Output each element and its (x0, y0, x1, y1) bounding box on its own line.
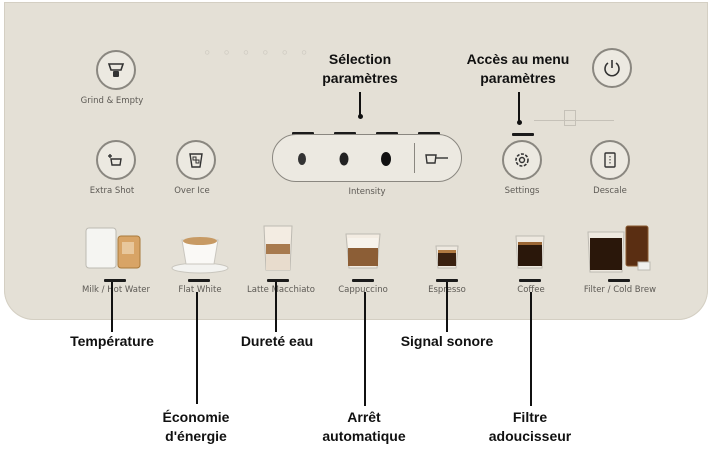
descale-button[interactable] (590, 140, 630, 180)
descale-label: Descale (593, 186, 627, 196)
connector-line (534, 120, 614, 121)
annotation-hardness: Dureté eau (240, 333, 314, 349)
bean-icon[interactable] (337, 151, 351, 167)
annotation-auto-off-line2: automatique (322, 428, 406, 444)
extra-shot-icon (108, 154, 122, 166)
flat-white-cup-icon (171, 237, 229, 274)
annotation-filter: Filtre adoucisseur (478, 408, 582, 446)
annotation-access-line1: Accès au menu (466, 51, 570, 67)
latte-glass-icon (263, 225, 293, 271)
milk-hot-water-button[interactable] (82, 222, 152, 279)
drink-label: Latte Macchiato (247, 285, 315, 295)
descale-icon (604, 152, 616, 168)
faint-doc-icon (564, 110, 576, 126)
extra-shot-label: Extra Shot (89, 186, 135, 196)
pointer-line (359, 92, 361, 116)
coffee-button[interactable] (512, 232, 548, 277)
pointer-line (530, 292, 532, 406)
over-ice-icon (189, 153, 203, 168)
settings-indicator (512, 133, 534, 136)
intensity-label: Intensity (348, 187, 386, 197)
annotation-selection: Sélection paramètres (308, 50, 412, 88)
annotation-temperature: Température (70, 333, 154, 349)
annotation-auto-off-line1: Arrêt (347, 409, 381, 425)
intensity-selector[interactable] (272, 134, 462, 182)
pointer-line (111, 282, 113, 332)
filter-cold-brew-icon (587, 225, 651, 273)
grind-empty-label: Grind & Empty (80, 96, 144, 106)
drink-label: Filter / Cold Brew (583, 285, 657, 295)
annotation-selection-line1: Sélection (328, 51, 392, 67)
drink-label: Milk / Hot Water (82, 285, 150, 295)
drink-indicator (436, 279, 458, 282)
pointer-line (275, 282, 277, 332)
intensity-divider (414, 143, 415, 173)
cappuccino-button[interactable] (340, 228, 386, 279)
annotation-selection-line2: paramètres (322, 70, 398, 86)
drink-indicator (267, 279, 289, 282)
pointer-dot (517, 120, 522, 125)
intensity-indicator-2 (334, 132, 356, 135)
annotation-auto-off: Arrêt automatique (316, 408, 412, 446)
over-ice-label: Over Ice (174, 186, 210, 196)
pointer-line (364, 292, 366, 406)
intensity-indicator-4 (418, 132, 440, 135)
bean-icon[interactable] (379, 151, 393, 167)
milk-glass-icon (85, 227, 141, 269)
grind-empty-button[interactable] (96, 50, 136, 90)
settings-label: Settings (504, 186, 540, 196)
annotation-signal: Signal sonore (400, 333, 494, 349)
settings-gear-icon (515, 153, 529, 167)
power-icon (604, 60, 620, 77)
annotation-economy-line2: d'énergie (165, 428, 227, 444)
intensity-indicator-1 (292, 132, 314, 135)
drink-label: Coffee (517, 285, 545, 295)
flat-white-button[interactable] (170, 230, 230, 279)
drink-indicator (188, 279, 210, 282)
filter-cold-brew-button[interactable] (584, 222, 656, 281)
annotation-access-line2: paramètres (480, 70, 556, 86)
coffee-glass-icon (515, 235, 545, 269)
pointer-line (518, 92, 520, 122)
over-ice-button[interactable] (176, 140, 216, 180)
annotation-economy-line1: Économie (162, 409, 230, 425)
bean-icon[interactable] (295, 151, 309, 167)
settings-button[interactable] (502, 140, 542, 180)
grind-empty-icon (107, 63, 125, 77)
drink-indicator (104, 279, 126, 282)
water-cup-icon[interactable] (423, 149, 451, 167)
drink-label: Flat White (178, 285, 222, 295)
drink-indicator (519, 279, 541, 282)
annotation-filter-line2: adoucisseur (488, 428, 572, 444)
latte-macchiato-button[interactable] (258, 222, 298, 279)
drink-indicator (352, 279, 374, 282)
annotation-filter-line1: Filtre (512, 409, 548, 425)
drink-indicator (608, 279, 630, 282)
extra-shot-button[interactable] (96, 140, 136, 180)
pointer-dot (358, 114, 363, 119)
drink-label: Cappuccino (338, 285, 388, 295)
espresso-button[interactable] (432, 242, 462, 277)
power-button[interactable] (592, 48, 632, 88)
espresso-glass-icon (435, 245, 459, 269)
pointer-line (196, 292, 198, 404)
annotation-access-menu: Accès au menu paramètres (458, 50, 578, 88)
cappuccino-glass-icon (345, 233, 381, 269)
intensity-indicator-3 (376, 132, 398, 135)
pointer-line (446, 282, 448, 332)
ghost-icons: ◦ ◦ ◦ ◦ ◦ ◦ (204, 42, 312, 62)
annotation-economy: Économie d'énergie (150, 408, 242, 446)
control-panel: ◦ ◦ ◦ ◦ ◦ ◦ Grind & Empty Extra Shot Ove… (4, 2, 708, 320)
